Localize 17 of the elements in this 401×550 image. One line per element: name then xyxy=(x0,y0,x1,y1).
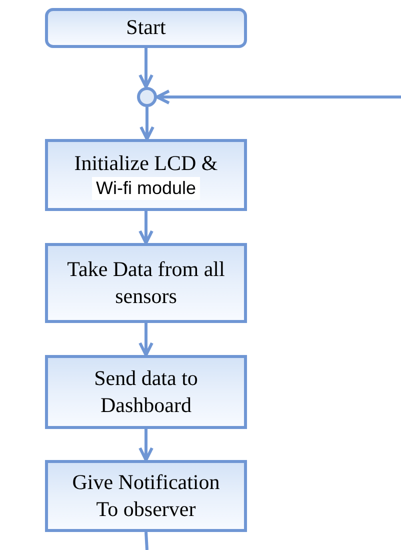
process-box xyxy=(45,139,247,211)
process-box xyxy=(45,243,247,323)
arrow xyxy=(140,107,154,140)
arrow xyxy=(138,429,154,462)
node-text: Wi-fi module xyxy=(92,176,200,200)
process-box xyxy=(45,355,247,429)
arrow xyxy=(156,90,401,104)
node-text: Start xyxy=(126,14,166,42)
node-text: Send data to Dashboard xyxy=(93,364,199,419)
arrow xyxy=(138,48,154,88)
process-box xyxy=(45,460,247,532)
start-box xyxy=(45,8,247,48)
arrow xyxy=(138,323,154,356)
arrow xyxy=(138,211,154,244)
node-text: Give Notification To observer xyxy=(71,468,221,523)
node-text: Initialize LCD & xyxy=(74,150,218,177)
node-text: Take Data from all sensors xyxy=(66,256,226,310)
